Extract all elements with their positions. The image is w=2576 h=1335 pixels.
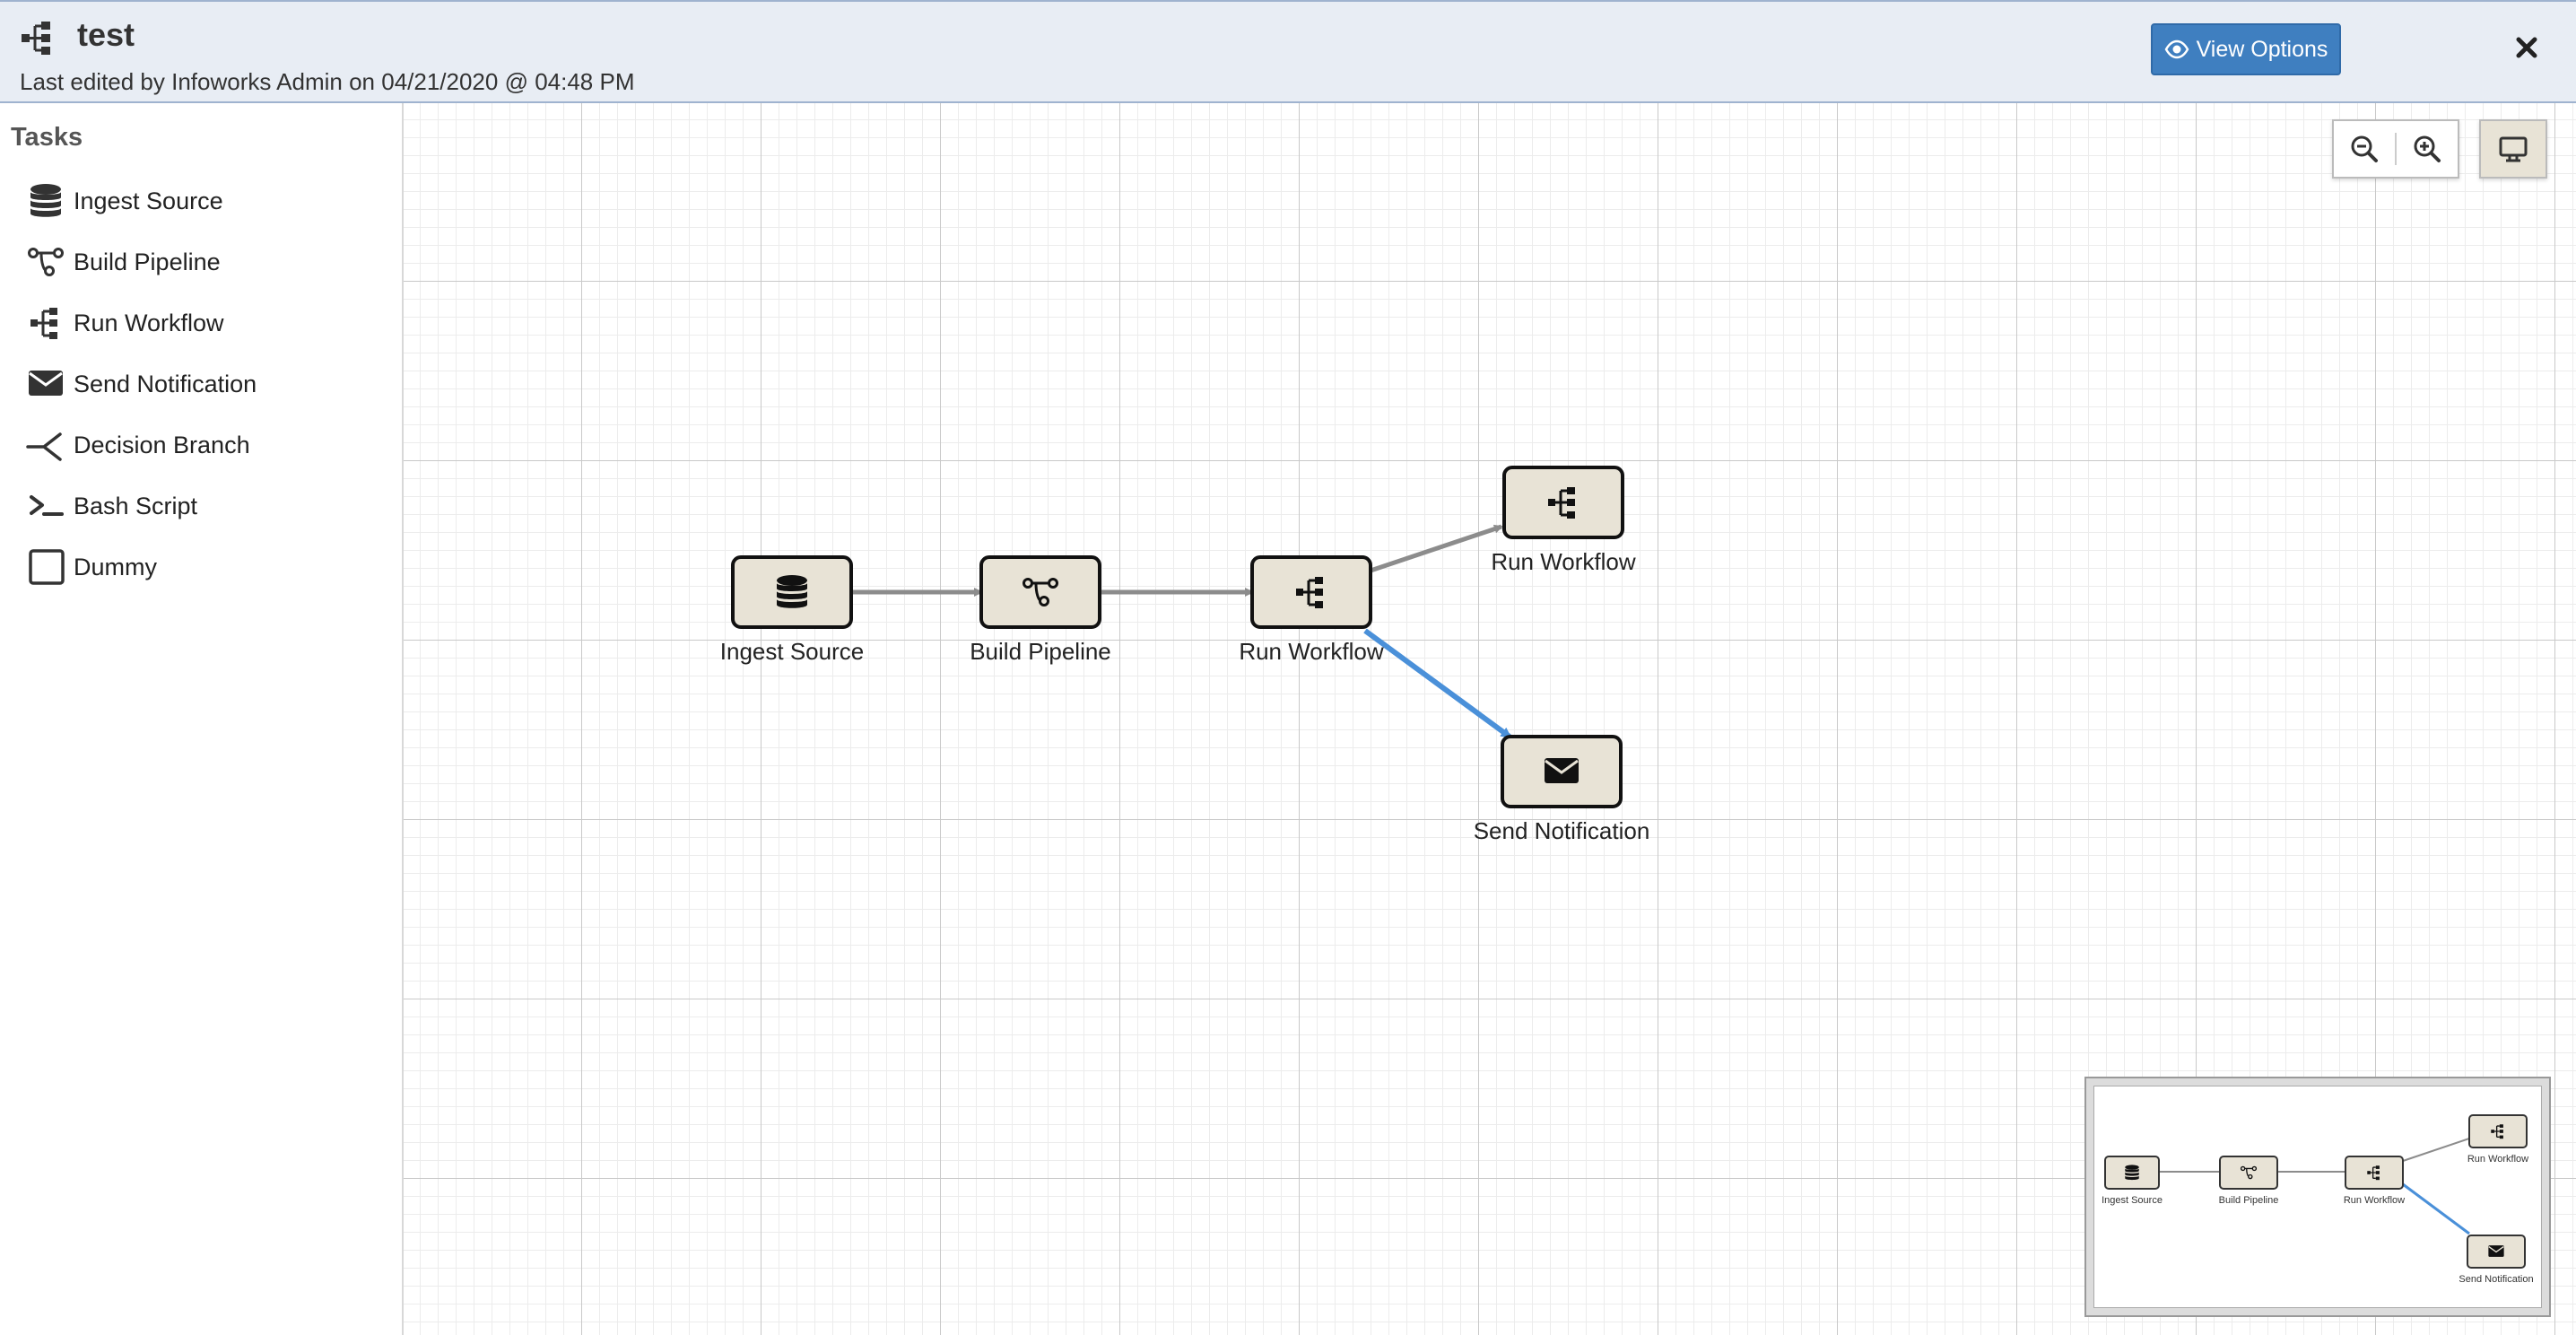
edge-workflow-to-notification[interactable]	[1363, 628, 1512, 739]
pipeline-icon	[25, 242, 66, 282]
node-label: Run Workflow	[1239, 638, 1384, 665]
eye-icon	[2164, 39, 2189, 59]
minimap-node-label: Run Workflow	[2344, 1195, 2405, 1206]
minimap-diagram: Ingest Source Build Pipeline Run Workflo…	[2102, 1114, 2534, 1285]
sitemap-icon	[25, 303, 66, 343]
minimap-node-run-workflow-1: Run Workflow	[2344, 1156, 2405, 1206]
node-label: Run Workflow	[1491, 548, 1636, 575]
minimap[interactable]: Ingest Source Build Pipeline Run Workflo…	[2084, 1077, 2551, 1317]
task-run-workflow[interactable]: Run Workflow	[25, 301, 224, 345]
node-label: Ingest Source	[720, 638, 864, 665]
page-header: test Last edited by Infoworks Admin on 0…	[0, 0, 2576, 103]
task-ingest-source[interactable]: Ingest Source	[25, 179, 223, 223]
task-label: Run Workflow	[74, 309, 224, 336]
zoom-controls	[2332, 119, 2459, 179]
minimap-viewport: Ingest Source Build Pipeline Run Workflo…	[2093, 1086, 2542, 1308]
tasks-sidebar: Tasks Ingest Source Build Pipeline	[0, 103, 404, 1335]
database-icon	[25, 181, 66, 221]
envelope-icon	[25, 364, 66, 404]
branch-icon	[25, 425, 66, 465]
task-send-notification[interactable]: Send Notification	[25, 362, 257, 406]
task-label: Build Pipeline	[74, 248, 221, 275]
task-label: Ingest Source	[74, 187, 223, 214]
minimap-node-ingest-source: Ingest Source	[2102, 1156, 2163, 1206]
minimap-node-run-workflow-2: Run Workflow	[2467, 1114, 2528, 1165]
task-decision-branch[interactable]: Decision Branch	[25, 423, 250, 467]
last-edited-info: Last edited by Infoworks Admin on 04/21/…	[20, 68, 635, 95]
zoom-divider	[2395, 133, 2397, 165]
task-label: Dummy	[74, 553, 157, 580]
minimap-node-label: Run Workflow	[2467, 1154, 2528, 1165]
node-run-workflow-1[interactable]: Run Workflow	[1239, 555, 1384, 665]
minimap-node-send-notification: Send Notification	[2459, 1235, 2534, 1285]
zoom-in-icon	[2414, 135, 2441, 162]
task-bash-script[interactable]: Bash Script	[25, 484, 197, 528]
view-options-button[interactable]: View Options	[2151, 23, 2341, 75]
zoom-out-button[interactable]	[2334, 121, 2395, 177]
desktop-icon	[2499, 136, 2528, 162]
workflow-diagram: Ingest Source Build Pipeline Run Workflo…	[720, 466, 1650, 844]
workflow-canvas[interactable]: Ingest Source Build Pipeline Run Workflo…	[404, 103, 2576, 1335]
node-build-pipeline[interactable]: Build Pipeline	[970, 555, 1111, 665]
node-run-workflow-2[interactable]: Run Workflow	[1491, 466, 1636, 575]
view-options-label: View Options	[2196, 36, 2328, 62]
minimap-node-label: Ingest Source	[2102, 1195, 2163, 1206]
fit-screen-button[interactable]	[2479, 119, 2547, 179]
zoom-out-icon	[2351, 135, 2379, 162]
tasks-heading: Tasks	[11, 123, 83, 152]
node-ingest-source[interactable]: Ingest Source	[720, 555, 864, 665]
task-dummy[interactable]: Dummy	[25, 545, 157, 589]
sitemap-icon	[20, 20, 56, 56]
page-title: test	[77, 16, 135, 53]
node-send-notification[interactable]: Send Notification	[1474, 735, 1650, 844]
minimap-node-build-pipeline: Build Pipeline	[2219, 1156, 2279, 1206]
square-icon	[25, 547, 66, 587]
node-label: Send Notification	[1474, 817, 1650, 844]
envelope-icon	[1543, 756, 1580, 785]
node-label: Build Pipeline	[970, 638, 1111, 665]
edge-workflow-to-workflow[interactable]	[1370, 524, 1503, 573]
task-build-pipeline[interactable]: Build Pipeline	[25, 240, 221, 284]
terminal-icon	[25, 486, 66, 526]
task-label: Send Notification	[74, 370, 257, 397]
minimap-node-label: Build Pipeline	[2219, 1195, 2279, 1206]
task-label: Decision Branch	[74, 431, 250, 458]
task-label: Bash Script	[74, 492, 198, 519]
minimap-node-label: Send Notification	[2459, 1274, 2533, 1285]
zoom-in-button[interactable]	[2397, 121, 2458, 177]
close-icon[interactable]	[2511, 32, 2542, 63]
